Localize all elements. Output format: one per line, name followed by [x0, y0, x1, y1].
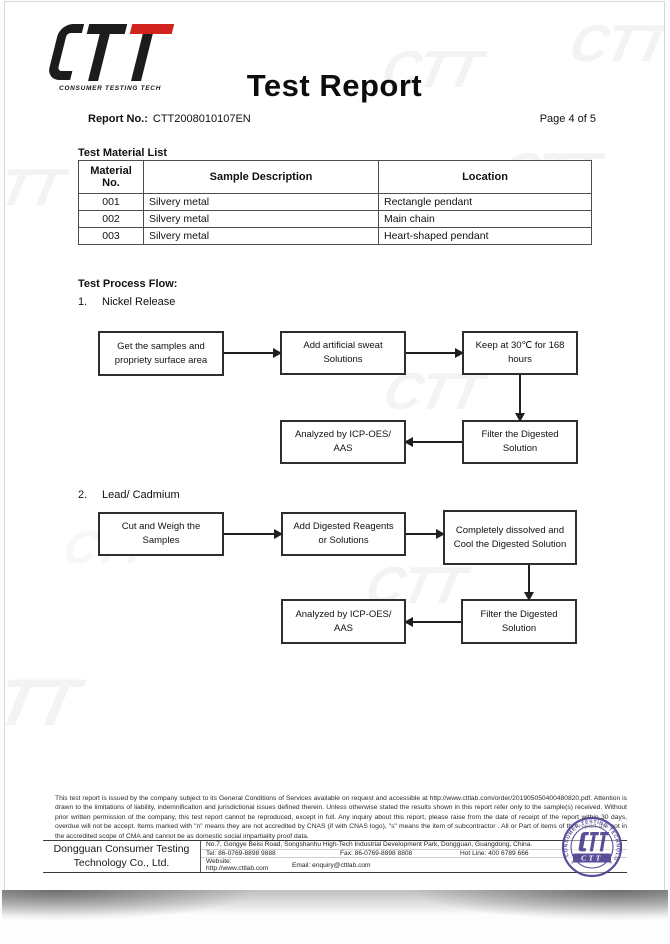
disclaimer-text: This test report is issued by the compan… [55, 795, 627, 840]
ctt-watermark: CTT [4, 665, 84, 739]
report-number-value: CTT2008010107EN [152, 113, 251, 125]
material-list-title: Test Material List [78, 147, 168, 159]
flow1-name: Nickel Release [102, 296, 176, 308]
flow2-step-analyzed: Analyzed by ICP-OES/ AAS [281, 599, 406, 644]
stamp-star-left: ✳ [571, 860, 575, 865]
company-name: Dongguan Consumer Testing Technology Co.… [43, 841, 201, 872]
flow-arrow-left [404, 617, 461, 627]
stamp-inner-ring [570, 825, 614, 869]
ctt-watermark: CTT [564, 15, 665, 73]
flow1-step-filter: Filter the Digested Solution [462, 420, 578, 464]
flow1-number: 1. [78, 296, 88, 308]
flow2-number: 2. [78, 489, 88, 501]
cell-material-no: 003 [78, 227, 144, 245]
company-hotline: Hot Line: 400 6789 666 [460, 849, 529, 857]
cell-location: Rectangle pendant [378, 193, 592, 211]
flow-arrow-right [406, 348, 464, 358]
flow-arrow-down [515, 375, 525, 422]
logo-subtext: CONSUMER TESTING TECH [59, 85, 162, 92]
page-title: Test Report [246, 68, 423, 103]
stamp-label: CTT [581, 854, 603, 863]
cell-location: Main chain [378, 210, 592, 228]
cell-description: Silvery metal [143, 227, 379, 245]
cell-material-no: 001 [78, 193, 144, 211]
flow-arrow-right [406, 529, 445, 539]
report-number-label: Report No.: [88, 113, 148, 125]
flow2-name: Lead/ Cadmium [102, 489, 180, 501]
col-sample-description: Sample Description [143, 160, 379, 194]
col-material-no: Material No. [78, 160, 144, 194]
page-indicator: Page 4 of 5 [539, 113, 596, 125]
company-tel: Tel: 86-0769-8898 9888 [206, 849, 276, 857]
flow1-step-get-samples: Get the samples and propriety surface ar… [98, 331, 224, 376]
company-fax: Fax: 86-0769-8898 8808 [340, 849, 413, 857]
cell-description: Silvery metal [143, 210, 379, 228]
table-row: 001 Silvery metal Rectangle pendant [78, 193, 592, 211]
col-location: Location [378, 160, 592, 194]
cell-location: Heart-shaped pendant [378, 227, 592, 245]
company-email: Email: enquiry@cttlab.com [292, 861, 371, 869]
table-row: 003 Silvery metal Heart-shaped pendant [78, 227, 592, 245]
stamp-star-right: ✳ [609, 860, 613, 865]
report-number: Report No.: CTT2008010107EN [88, 113, 251, 125]
table-row: 002 Silvery metal Main chain [78, 210, 592, 228]
cell-material-no: 002 [78, 210, 144, 228]
table-header-row: Material No. Sample Description Location [78, 160, 592, 194]
flow2-step-cut-weigh: Cut and Weigh the Samples [98, 512, 224, 556]
phone-row: Tel: 86-0769-8898 9888 Fax: 86-0769-8898… [201, 849, 627, 858]
flow1-step-analyzed: Analyzed by ICP-OES/ AAS [280, 420, 406, 464]
flow1-step-add-sweat: Add artificial sweat Solutions [280, 331, 406, 375]
report-page: CTT CTT CTT CTT CTT CTT CTT CTT CONSUMER… [4, 1, 665, 890]
process-flow-title: Test Process Flow: [78, 278, 178, 290]
address-row: No.7, Gongye Beisi Road, Songshanhu High… [201, 841, 627, 850]
flow-arrow-right [224, 348, 282, 358]
company-address: No.7, Gongye Beisi Road, Songshanhu High… [206, 841, 533, 849]
flow2-step-add-reagents: Add Digested Reagents or Solutions [281, 512, 406, 556]
company-stamp: CONSUMER TESTING TECHNOLOGY ✳ ✳ CTT [561, 816, 623, 878]
stamp-emblem [578, 832, 609, 852]
flow-arrow-left [404, 437, 462, 447]
web-row: Website: http://www.cttlab.com Email: en… [201, 858, 627, 872]
cell-description: Silvery metal [143, 193, 379, 211]
flow2-step-filter: Filter the Digested Solution [461, 599, 577, 644]
ctt-logo: CONSUMER TESTING TECH [43, 24, 175, 92]
flow-arrow-right [224, 529, 283, 539]
flow-arrow-down [524, 565, 534, 601]
flow1-step-keep-30c: Keep at 30℃ for 168 hours [462, 331, 578, 375]
company-address-block: Dongguan Consumer Testing Technology Co.… [43, 840, 627, 873]
company-contact-info: No.7, Gongye Beisi Road, Songshanhu High… [201, 841, 627, 872]
flow2-step-dissolve-cool: Completely dissolved and Cool the Digest… [443, 510, 577, 565]
page-curl-shadow [2, 890, 668, 940]
ctt-watermark: CTT [4, 159, 67, 217]
material-table: Material No. Sample Description Location… [78, 160, 592, 245]
stamp-banner [573, 853, 611, 863]
company-website: Website: http://www.cttlab.com [206, 858, 269, 872]
